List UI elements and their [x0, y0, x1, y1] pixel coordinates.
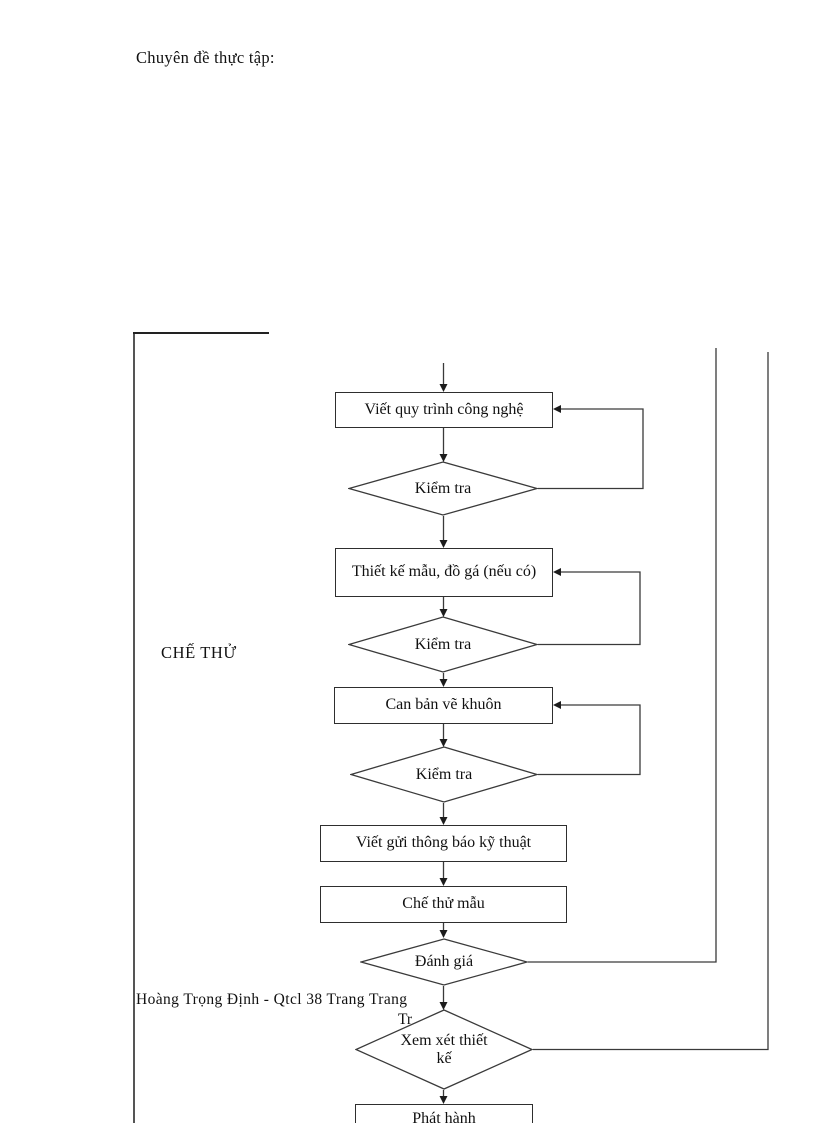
flow-diamond-danh-gia: Đánh giá [360, 938, 528, 986]
flow-box-label: Viết quy trình công nghệ [364, 400, 524, 418]
flow-box-viet-gui-thong-bao: Viết gửi thông báo kỹ thuật [320, 825, 567, 862]
flow-diamond-kiem-tra-3: Kiểm tra [350, 746, 538, 803]
flow-diamond-label: Kiểm tra [414, 635, 472, 653]
flow-box-phat-hanh: Phát hành [355, 1104, 533, 1123]
feedback-check2-to-box2 [538, 571, 641, 646]
flow-box-can-ban-ve-khuon: Can bản vẽ khuôn [334, 687, 553, 724]
flow-diamond-label: Xem xét thiết kế [400, 1031, 488, 1067]
diamond-shape [360, 938, 528, 986]
flow-box-label: Thiết kế mẫu, đồ gá (nếu có) [351, 563, 537, 581]
flow-diamond-xem-xet-thiet-ke: Xem xét thiết kế [355, 1009, 533, 1090]
arrowhead-box2 [439, 540, 448, 548]
flow-box-label: Phát hành [412, 1110, 476, 1123]
flow-diamond-kiem-tra-2: Kiểm tra [348, 616, 538, 673]
flow-diamond-label: Đánh giá [414, 953, 474, 971]
flow-diamond-kiem-tra-1: Kiểm tra [348, 461, 538, 516]
section-label-che-thu: CHẾ THỬ [161, 643, 237, 662]
arrowhead-feedback-box3 [553, 701, 561, 709]
arrowhead-box5 [439, 878, 448, 886]
diamond-shape [348, 616, 538, 673]
feedback-xem-xet-long-line [533, 352, 769, 1051]
flow-box-label: Can bản vẽ khuôn [385, 696, 502, 714]
flow-diamond-label: Kiểm tra [415, 765, 473, 783]
diamond-shape [348, 461, 538, 516]
flow-box-label: Chế thử mẫu [402, 895, 485, 913]
page-footer-line1: Hoàng Trọng Định - Qtcl 38 Trang Trang [136, 991, 408, 1008]
flow-box-label: Viết gửi thông báo kỹ thuật [355, 834, 532, 852]
feedback-check3-to-box3 [538, 704, 641, 776]
flow-box-thiet-ke-mau: Thiết kế mẫu, đồ gá (nếu có) [335, 548, 553, 597]
feedback-check1-to-box1 [538, 408, 644, 490]
diamond-shape [355, 1009, 533, 1090]
arrowhead-entry-box1 [439, 384, 448, 392]
arrowhead-box3 [439, 679, 448, 687]
page-footer-line2: Tr [398, 1011, 413, 1028]
diamond-shape [350, 746, 538, 803]
arrowhead-danh-gia [439, 930, 448, 938]
arrowhead-feedback-box1 [553, 405, 561, 413]
outer-frame-top-border [133, 332, 269, 334]
arrowhead-box4 [439, 817, 448, 825]
outer-frame-left-border [133, 332, 135, 1123]
arrowhead-feedback-box2 [553, 568, 561, 576]
page-header-text: Chuyên đề thực tập: [136, 48, 275, 67]
flow-box-che-thu-mau: Chế thử mẫu [320, 886, 567, 923]
arrowhead-phat-hanh [439, 1096, 448, 1104]
flow-box-viet-quy-trinh: Viết quy trình công nghệ [335, 392, 553, 428]
flow-diamond-label: Kiểm tra [414, 479, 472, 497]
feedback-danh-gia-long-line [528, 348, 717, 963]
